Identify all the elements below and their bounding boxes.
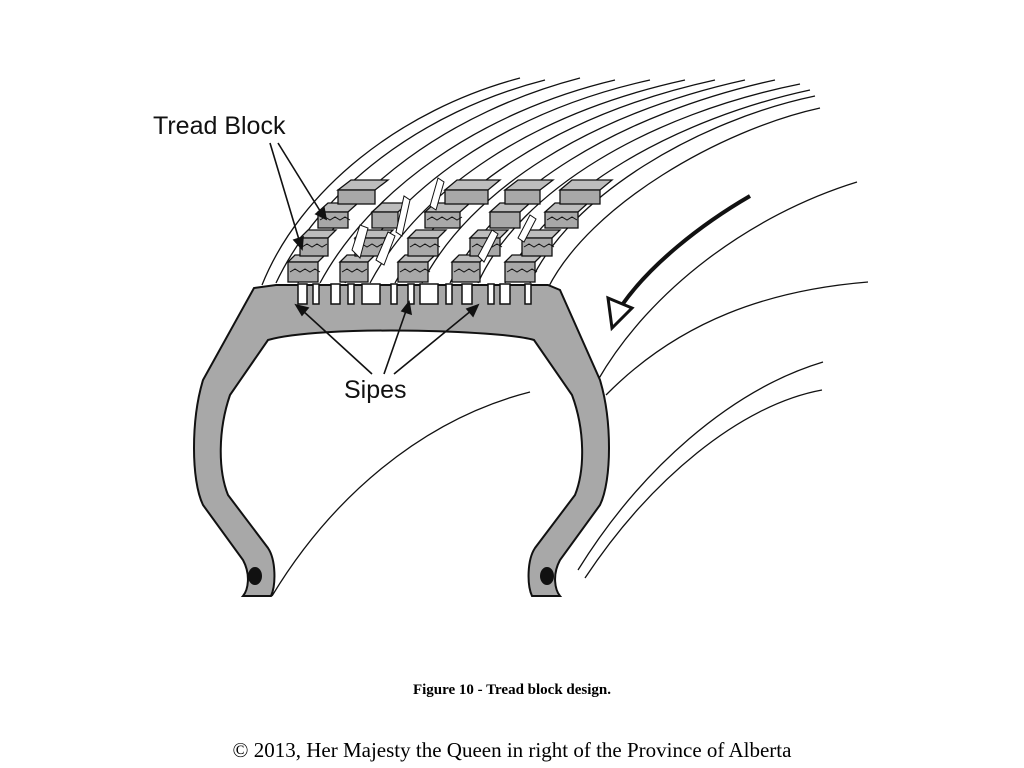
figure-caption: Figure 10 - Tread block design.	[412, 682, 612, 698]
copyright-notice: © 2013, Her Majesty the Queen in right o…	[232, 738, 792, 762]
tread-block-row-3	[316, 202, 590, 229]
sipe-grooves	[297, 283, 532, 305]
sipes-label: Sipes	[344, 376, 407, 404]
tire-carcass	[193, 284, 610, 597]
tread-block-row-4	[336, 179, 614, 205]
bead-right	[540, 567, 554, 585]
tread-blocks	[286, 179, 614, 283]
bead-left	[248, 567, 262, 585]
sidewall-sweep-lines	[271, 181, 869, 597]
curved-arrow-icon	[606, 194, 752, 332]
sipe-sheets	[351, 177, 537, 266]
tread-block-arrows	[269, 142, 328, 251]
sipes-arrows	[294, 300, 480, 375]
tread-block-label: Tread Block	[153, 112, 286, 140]
